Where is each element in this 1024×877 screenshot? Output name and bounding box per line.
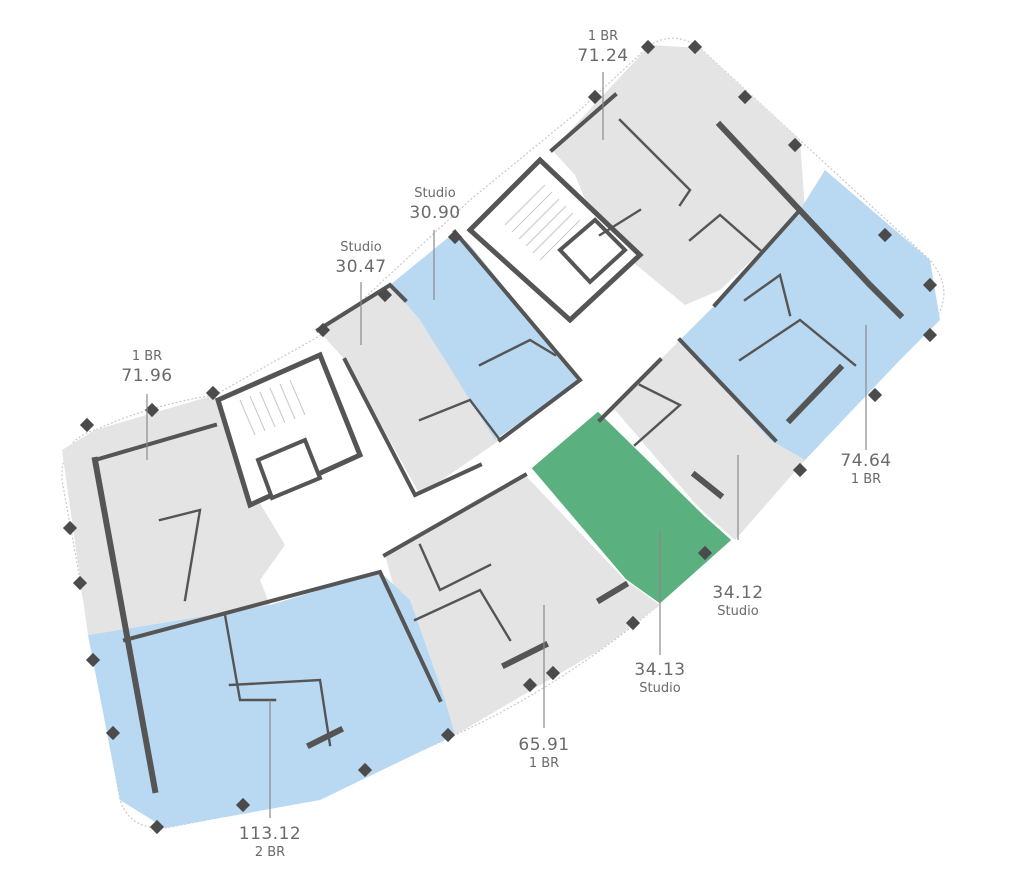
unit-30-90[interactable] bbox=[390, 232, 580, 440]
unit-area: 30.90 bbox=[409, 203, 461, 223]
unit-type: Studio bbox=[340, 240, 382, 255]
unit-type: 1 BR bbox=[850, 472, 882, 487]
unit-area: 34.13 bbox=[634, 660, 686, 680]
unit-type: Studio bbox=[717, 604, 759, 619]
unit-label-65-91[interactable]: 65.91 1 BR bbox=[518, 735, 569, 773]
unit-label-30-47[interactable]: Studio 30.47 bbox=[335, 239, 386, 277]
unit-label-71-96[interactable]: 1 BR 71.96 bbox=[121, 348, 172, 386]
unit-74-64[interactable] bbox=[680, 170, 940, 460]
unit-area: 34.12 bbox=[712, 583, 764, 603]
unit-label-71-24[interactable]: 1 BR 71.24 bbox=[577, 28, 628, 66]
unit-area: 65.91 bbox=[518, 735, 570, 755]
terrace-outline bbox=[61, 37, 945, 829]
unit-65-91[interactable] bbox=[385, 475, 660, 735]
stair-core-north bbox=[466, 156, 644, 324]
leader-lines bbox=[146, 72, 867, 818]
unit-type: Studio bbox=[639, 681, 681, 696]
unit-type: 1 BR bbox=[528, 756, 560, 771]
unit-type: 1 BR bbox=[587, 29, 619, 44]
unit-label-74-64[interactable]: 74.64 1 BR bbox=[840, 451, 891, 489]
unit-label-30-90[interactable]: Studio 30.90 bbox=[409, 185, 460, 223]
unit-label-34-13[interactable]: 34.13 Studio bbox=[634, 660, 685, 698]
unit-area: 113.12 bbox=[238, 824, 302, 844]
unit-type: 1 BR bbox=[131, 349, 163, 364]
unit-type: Studio bbox=[414, 186, 456, 201]
unit-area: 71.24 bbox=[577, 46, 629, 66]
unit-area: 30.47 bbox=[335, 257, 387, 277]
columns bbox=[62, 39, 938, 835]
unit-label-34-12[interactable]: 34.12 Studio bbox=[712, 583, 763, 621]
stair-core-west bbox=[214, 351, 364, 509]
unit-label-113-12[interactable]: 113.12 2 BR bbox=[239, 824, 301, 862]
unit-type: 2 BR bbox=[254, 845, 286, 860]
unit-area: 71.96 bbox=[121, 366, 173, 386]
walls bbox=[91, 92, 905, 794]
unit-area: 74.64 bbox=[840, 451, 892, 471]
unit-30-47[interactable] bbox=[318, 285, 500, 495]
